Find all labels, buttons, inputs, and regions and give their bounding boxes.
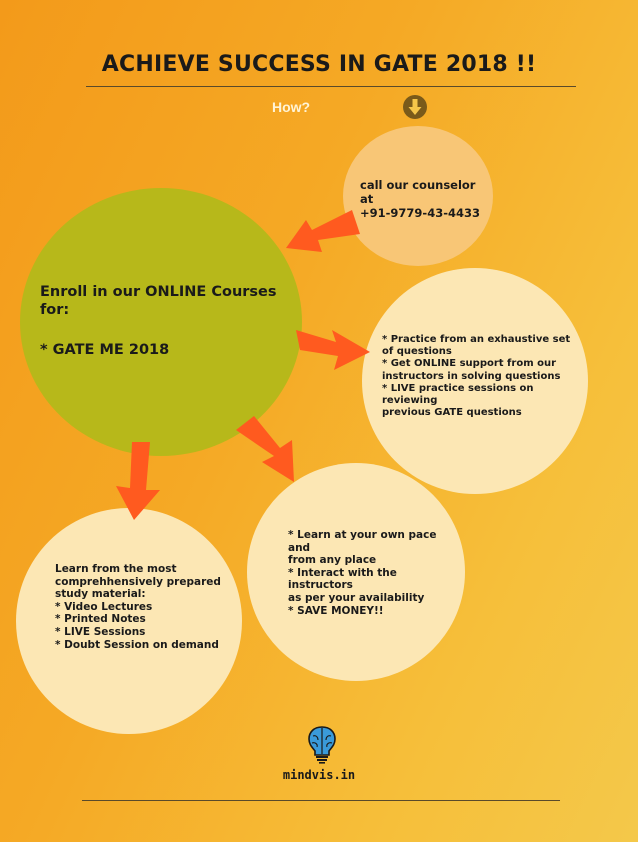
practice-line: * LIVE practice sessions on reviewing [382,382,534,407]
practice-line: * Practice from an exhaustive set [382,334,571,345]
bottom-divider [82,800,560,801]
study-line: * LIVE Sessions [55,625,146,638]
pace-line: as per your availability [288,591,425,604]
practice-line: instructors in solving questions [382,370,561,382]
study-line: comprehhensively prepared [55,575,221,588]
brand-name: mindvis.in [282,768,356,782]
page-title: ACHIEVE SUCCESS IN GATE 2018 !! [101,52,537,77]
pace-line: * SAVE MONEY!! [288,604,384,617]
counselor-bubble [343,126,493,266]
practice-text: * Practice from an exhaustive set of que… [382,334,572,419]
study-text: Learn from the most comprehhensively pre… [55,563,235,651]
enroll-heading: Enroll in our ONLINE Courses for: [40,284,277,318]
top-divider [86,86,576,87]
study-line: * Video Lectures [55,600,153,613]
practice-line: previous GATE questions [382,407,522,419]
enroll-bubble [20,188,302,456]
enroll-course: * GATE ME 2018 [40,342,170,358]
arrow-main-to-study [116,442,160,520]
study-line: study material: [55,588,146,601]
pace-line: * Interact with the instructors [288,566,397,592]
pace-bubble [247,463,465,681]
study-bubble [16,508,242,734]
counselor-text: call our counselor at +91-9779-43-4433 [360,178,490,220]
arrow-main-to-practice [296,330,370,370]
brain-icon [306,724,338,764]
study-line: * Printed Notes [55,613,146,626]
how-label: How? [272,99,311,115]
practice-line: * Get ONLINE support from our [382,358,557,370]
practice-bubble [362,268,588,494]
enroll-text: Enroll in our ONLINE Courses for: * GATE… [40,283,290,359]
counselor-phone: +91-9779-43-4433 [360,206,480,220]
study-line: Learn from the most [55,563,177,575]
arrow-down-circle-icon [403,95,427,119]
arrow-phone-to-main [286,210,360,252]
pace-line: from any place [288,554,377,567]
pace-line: * Learn at your own pace and [288,529,437,554]
arrow-main-to-pace [236,416,294,482]
study-line: * Doubt Session on demand [55,638,219,651]
pace-text: * Learn at your own pace and from any pl… [288,529,458,617]
counselor-line: call our counselor at [360,178,476,206]
practice-line: of questions [382,346,452,358]
